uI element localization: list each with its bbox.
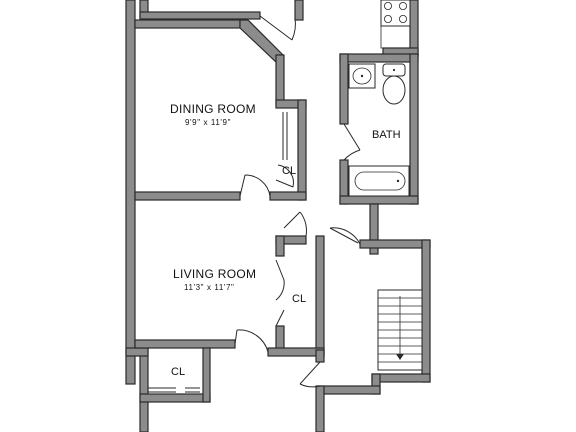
stair-right-wall xyxy=(421,239,431,383)
hall-column-right xyxy=(359,239,431,249)
bath-bottom-wall xyxy=(339,195,419,205)
hall-bottom-left-post xyxy=(315,385,325,432)
dining-room-label: DINING ROOM xyxy=(170,102,256,116)
bath-door xyxy=(343,123,361,161)
top-wall-right xyxy=(294,0,304,21)
dining-closet-right xyxy=(297,99,307,201)
lower-hall-door xyxy=(299,361,321,388)
bath-label: BATH xyxy=(372,129,401,141)
dining-top-wall xyxy=(134,19,241,29)
left-exterior-wall xyxy=(125,0,136,385)
living-closet-label: CL xyxy=(292,293,307,305)
dining-right-wall-upper xyxy=(275,54,285,106)
bath-left-wall-upper xyxy=(339,53,349,125)
dining-door xyxy=(239,174,271,197)
stair-bottom-wall xyxy=(371,373,431,383)
living-room-label: LIVING ROOM xyxy=(173,267,257,281)
dining-closet-door-2 xyxy=(275,164,294,188)
living-door xyxy=(234,329,269,353)
corridor-door xyxy=(329,227,361,245)
hall-lower-left xyxy=(315,349,325,363)
hall-door xyxy=(283,211,307,237)
dining-room-dimensions: 9'9" x 11'9" xyxy=(185,118,232,127)
dining-bottom-wall-right xyxy=(269,191,307,201)
bottom-closet-right-wall xyxy=(202,347,211,403)
stairs-icon xyxy=(377,289,423,371)
stove-icon xyxy=(380,0,411,27)
dining-bottom-wall-left xyxy=(134,191,241,201)
sink-icon xyxy=(348,63,376,89)
bath-right-wall xyxy=(409,53,419,205)
left-wall-lower-cap xyxy=(125,347,149,357)
kitchen-counter xyxy=(380,25,411,49)
left-exterior-wall-lower xyxy=(139,347,149,432)
hall-column-left xyxy=(369,203,379,255)
dining-closet-label: CL xyxy=(282,165,297,177)
toilet-icon xyxy=(382,63,406,105)
top-door xyxy=(259,15,296,41)
living-room-dimensions: 11'3" x 11'7" xyxy=(184,283,235,292)
bathtub-icon xyxy=(348,165,410,197)
bottom-closet-label: CL xyxy=(171,366,186,378)
bath-top-wall xyxy=(339,53,419,63)
dining-closet-door-1 xyxy=(282,112,288,160)
living-closet-right xyxy=(315,235,325,357)
hall-bottom-wall xyxy=(317,385,381,395)
living-bottom-wall-left xyxy=(134,339,236,349)
living-closet-left xyxy=(275,235,285,257)
living-closet-door xyxy=(275,259,285,327)
top-wall-segment xyxy=(139,11,261,20)
bottom-closet-door xyxy=(148,387,200,393)
bottom-closet-bottom-wall xyxy=(139,393,211,403)
